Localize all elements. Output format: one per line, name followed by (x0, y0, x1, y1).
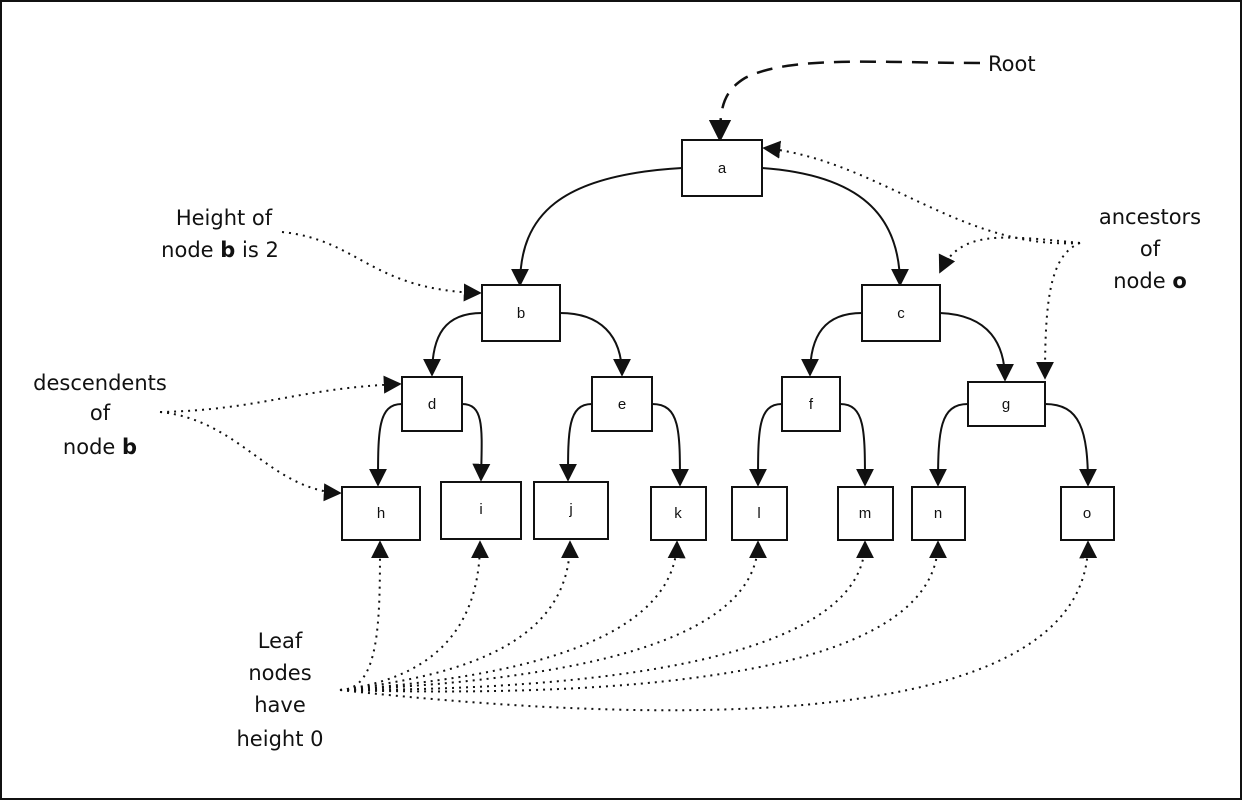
edge-f-l (749, 403, 783, 487)
ancestor-pointer-c (938, 236, 1081, 274)
edge-d-i (461, 403, 491, 482)
node-g: g (967, 381, 1046, 427)
node-j: j (533, 481, 609, 540)
root-label: Root (988, 52, 1036, 76)
descendents-label-line3: node b (63, 435, 137, 459)
edge-e-j (559, 403, 593, 482)
svg-text:i: i (479, 501, 482, 518)
node-i: i (440, 481, 522, 540)
leaf-pointer-k (339, 540, 686, 691)
edge-g-n (929, 403, 969, 487)
edge-c-f (801, 312, 863, 377)
node-f: f (781, 376, 841, 432)
descendent-pointer-d (159, 375, 402, 413)
ancestor-pointer-a (762, 140, 1081, 245)
descendent-pointer-h (159, 411, 342, 502)
edge-f-m (839, 403, 874, 487)
node-d: d (401, 376, 463, 432)
height-label-line1: Height of (176, 206, 273, 230)
svg-text:f: f (809, 396, 814, 413)
height-label-node: node (161, 238, 220, 262)
svg-text:k: k (674, 505, 682, 522)
height-pointer (281, 231, 482, 302)
svg-text:a: a (718, 160, 727, 177)
leaf-pointer-i (339, 540, 489, 691)
ancestors-label-line3: node o (1113, 269, 1187, 293)
leaf-label-line3: have (254, 693, 306, 717)
svg-text:c: c (897, 305, 905, 322)
descendents-label-line1: descendents (33, 371, 167, 395)
descendents-label-node-b: b (122, 435, 137, 459)
edge-d-h (369, 403, 403, 487)
edge-c-g (939, 312, 1014, 382)
svg-text:o: o (1083, 505, 1091, 522)
height-label-value: is 2 (235, 238, 279, 262)
ancestors-label-node: node (1113, 269, 1172, 293)
node-m: m (837, 486, 894, 541)
svg-text:m: m (859, 505, 872, 522)
node-l: l (731, 486, 788, 541)
leaf-pointer-m (339, 540, 874, 691)
svg-text:j: j (568, 501, 572, 518)
leaf-pointer-o (339, 540, 1098, 712)
svg-text:e: e (618, 396, 626, 413)
node-h: h (341, 486, 421, 541)
ancestors-label-line1: ancestors (1099, 205, 1201, 229)
descendents-label-node: node (63, 435, 122, 459)
node-b: b (481, 284, 561, 342)
edge-a-b (511, 167, 683, 287)
ancestor-pointer-g (1036, 242, 1081, 380)
svg-text:g: g (1002, 396, 1010, 413)
leaf-pointer-h (339, 540, 389, 691)
svg-text:h: h (377, 505, 385, 522)
svg-text:d: d (428, 396, 436, 413)
height-label-line2: node b is 2 (161, 238, 279, 262)
leaf-label-line2: nodes (248, 661, 311, 685)
leaf-label-line1: Leaf (258, 629, 303, 653)
node-c: c (861, 284, 941, 342)
node-o: o (1060, 486, 1115, 541)
edge-b-e (559, 312, 631, 377)
root-pointer (708, 60, 981, 143)
leaf-label-line4: height 0 (237, 727, 324, 751)
edge-a-c (761, 167, 909, 287)
ancestors-label-line2: of (1140, 237, 1161, 261)
svg-text:b: b (517, 305, 525, 322)
ancestors-label-node-o: o (1172, 269, 1186, 293)
descendents-label-line2: of (90, 401, 111, 425)
node-a: a (681, 139, 763, 197)
node-n: n (911, 486, 966, 541)
height-label-node-b: b (220, 238, 235, 262)
leaf-pointer-n (339, 540, 947, 693)
svg-text:l: l (757, 505, 760, 522)
edge-e-k (651, 403, 689, 487)
svg-text:n: n (934, 505, 942, 522)
leaf-pointer-j (339, 540, 579, 691)
edge-b-d (423, 312, 483, 377)
node-e: e (591, 376, 653, 432)
edge-g-o (1044, 403, 1097, 487)
leaf-pointer-l (339, 540, 767, 691)
node-k: k (650, 486, 707, 541)
